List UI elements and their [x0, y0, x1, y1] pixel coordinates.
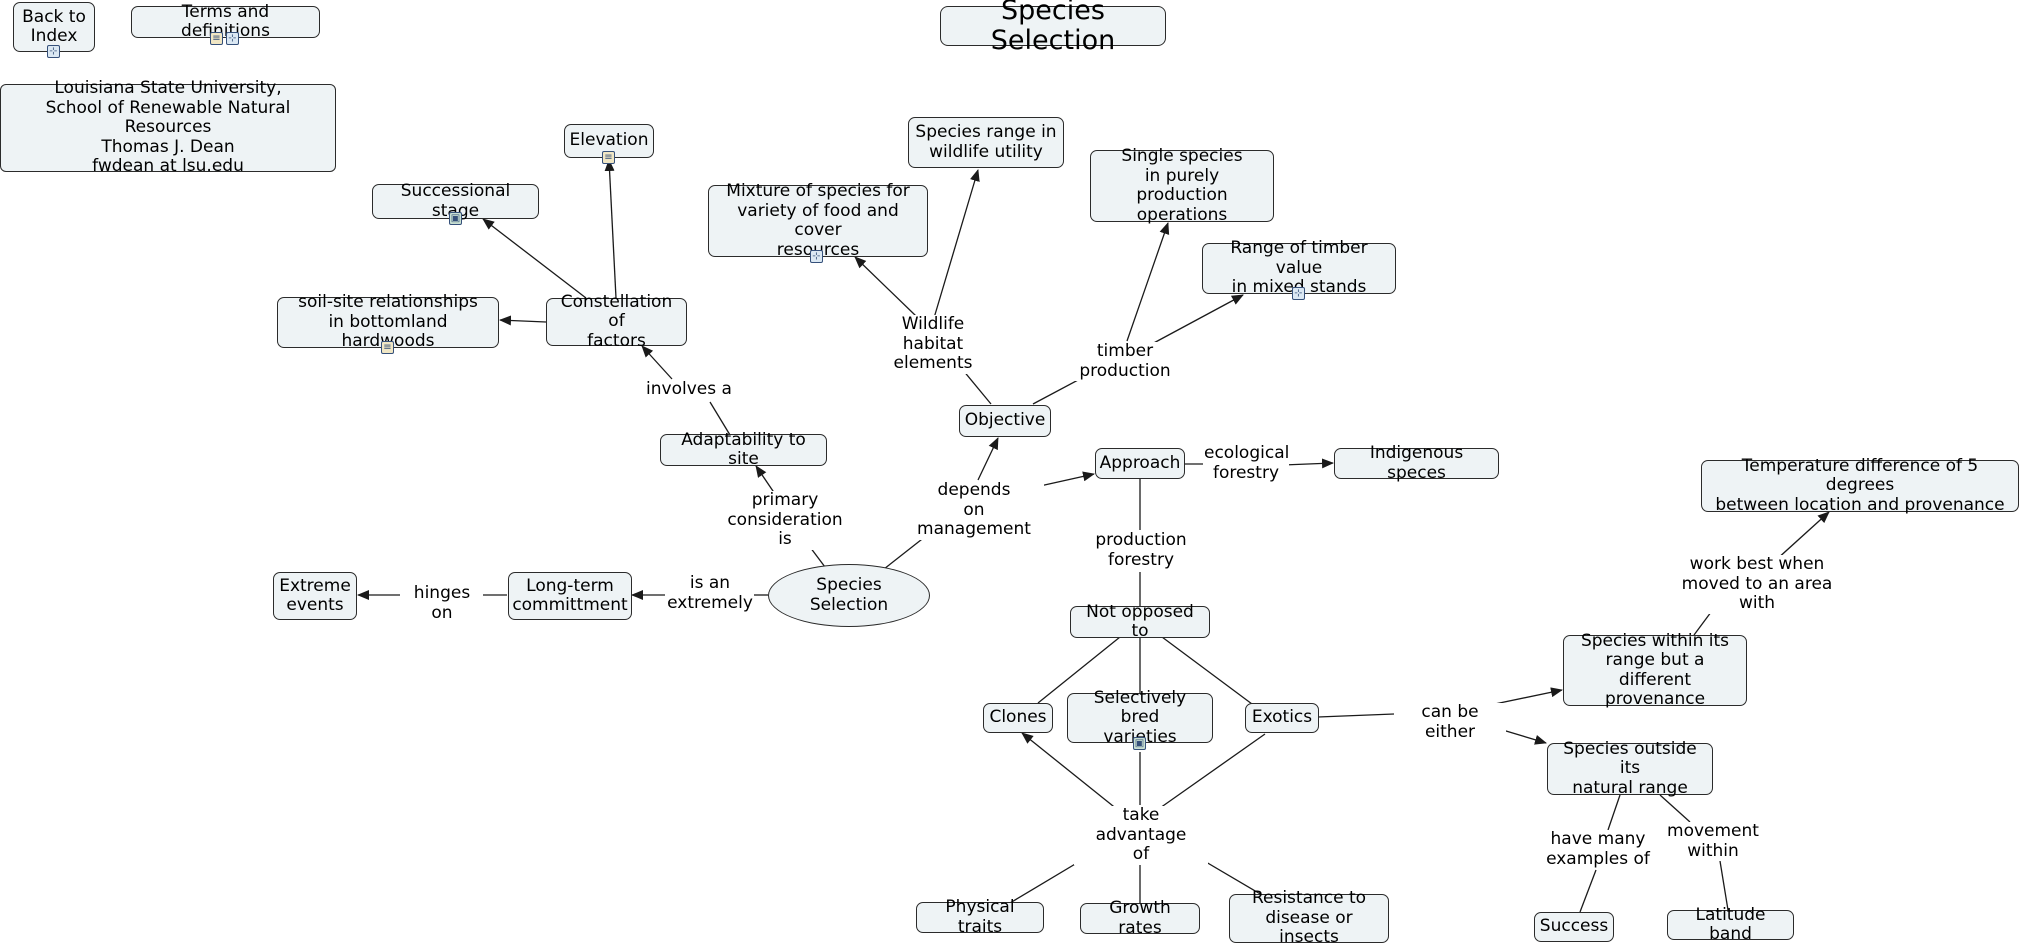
edge-line: [499, 315, 547, 326]
elevation-node[interactable]: Elevation: [564, 124, 654, 158]
indigenous-species-node[interactable]: Indigenous speces: [1334, 443, 1499, 482]
edge-line: [1607, 794, 1621, 831]
edge-line: [709, 401, 731, 436]
approach-node[interactable]: Approach: [1095, 448, 1185, 479]
adaptability-node[interactable]: Adaptability to site: [660, 430, 827, 469]
edge-line: [1021, 732, 1119, 811]
physical-traits-node[interactable]: Physical traits: [916, 897, 1044, 936]
link-label-have-many-examples: have many examples of: [1543, 829, 1653, 869]
soil-site-node[interactable]: soil-site relationships in bottomland ha…: [277, 293, 499, 351]
link-label-timber-production: timber production: [1050, 341, 1200, 381]
document-icon[interactable]: ≡: [602, 151, 615, 164]
edge-line: [1159, 733, 1266, 809]
extreme-events-node[interactable]: Extreme events: [273, 572, 357, 620]
edge-line: [1037, 636, 1121, 704]
concept-map-icon[interactable]: ⊹: [226, 32, 239, 45]
link-label-primary-consideration: primary consideration is: [693, 490, 877, 550]
not-opposed-to-node[interactable]: Not opposed to: [1070, 602, 1210, 641]
edge-line: [604, 159, 617, 299]
edge-line: [482, 218, 587, 299]
edge-line: [977, 437, 999, 481]
terms-definitions-button[interactable]: Terms and definitions: [131, 2, 320, 41]
concept-map-icon[interactable]: ⊹: [47, 45, 60, 58]
constellation-of-factors-node[interactable]: Constellation of factors: [546, 292, 687, 351]
edge-line: [933, 169, 980, 319]
credit-box: Louisiana State University, School of Re…: [0, 79, 336, 176]
link-label-can-be-either: can be either: [1394, 702, 1506, 742]
exotics-node[interactable]: Exotics: [1245, 703, 1319, 733]
selectively-bred-node[interactable]: Selectively bred varieties: [1067, 688, 1213, 747]
document-icon[interactable]: ≡: [381, 341, 394, 354]
edge-line: [854, 256, 917, 317]
edge-line: [883, 535, 927, 570]
link-label-involves-a: involves a: [645, 379, 733, 400]
mixture-of-species-node[interactable]: Mixture of species for variety of food a…: [708, 181, 928, 259]
edge-line: [1775, 511, 1830, 561]
link-label-production-forestry: production forestry: [1093, 530, 1189, 570]
concept-map-icon[interactable]: ⊹: [810, 250, 823, 263]
latitude-band-node[interactable]: Latitude band: [1667, 905, 1794, 944]
objective-node[interactable]: Objective: [959, 405, 1051, 437]
edge-line: [1317, 713, 1395, 718]
page-title: Species Selection: [940, 0, 1166, 56]
clones-node[interactable]: Clones: [983, 703, 1053, 733]
link-label-movement-within: movement within: [1664, 821, 1762, 861]
link-label-wildlife-habitat: Wildlife habitat elements: [870, 314, 996, 374]
edge-line: [1579, 869, 1597, 913]
edge-line: [1161, 636, 1253, 705]
link-label-take-advantage-of: take advantage of: [1074, 805, 1208, 865]
link-label-ecological-forestry: ecological forestry: [1203, 443, 1290, 483]
image-icon[interactable]: ▣: [1133, 737, 1146, 750]
concept-map-icon[interactable]: ⊹: [1292, 287, 1305, 300]
temperature-difference-node[interactable]: Temperature difference of 5 degrees betw…: [1701, 456, 2019, 515]
within-range-node[interactable]: Species within its range but a different…: [1563, 631, 1747, 709]
link-label-depends-on-management: depends on management: [904, 480, 1044, 540]
edge-line: [1282, 458, 1334, 469]
edge-line: [641, 345, 673, 380]
edge-line: [1149, 294, 1244, 346]
edge-line: [1659, 794, 1691, 823]
edge-line: [755, 465, 776, 495]
link-label-hinges-on: hinges on: [401, 583, 483, 623]
back-to-index-button[interactable]: Back to Index: [13, 2, 95, 52]
edge-line: [1126, 222, 1170, 342]
document-icon[interactable]: ≡: [210, 32, 223, 45]
resistance-node[interactable]: Resistance to disease or insects: [1229, 889, 1389, 947]
edge-line: [1039, 471, 1095, 487]
species-selection-node[interactable]: Species Selection: [768, 564, 930, 627]
edge-line: [1489, 687, 1563, 706]
success-node[interactable]: Success: [1534, 912, 1614, 942]
link-label-is-an-extremely: is an extremely: [666, 573, 754, 613]
outside-range-node[interactable]: Species outside its natural range: [1547, 739, 1713, 798]
edge-line: [1719, 860, 1729, 911]
single-species-node[interactable]: Single species in purely production oper…: [1090, 146, 1274, 224]
species-range-wildlife-node[interactable]: Species range in wildlife utility: [908, 117, 1064, 168]
image-icon[interactable]: ▣: [449, 212, 462, 225]
timber-value-node[interactable]: Range of timber value in mixed stands: [1202, 239, 1396, 297]
link-label-work-best-when: work best when moved to an area with: [1662, 554, 1852, 614]
long-term-node[interactable]: Long-term committment: [508, 572, 632, 620]
growth-rates-node[interactable]: Growth rates: [1080, 898, 1200, 937]
